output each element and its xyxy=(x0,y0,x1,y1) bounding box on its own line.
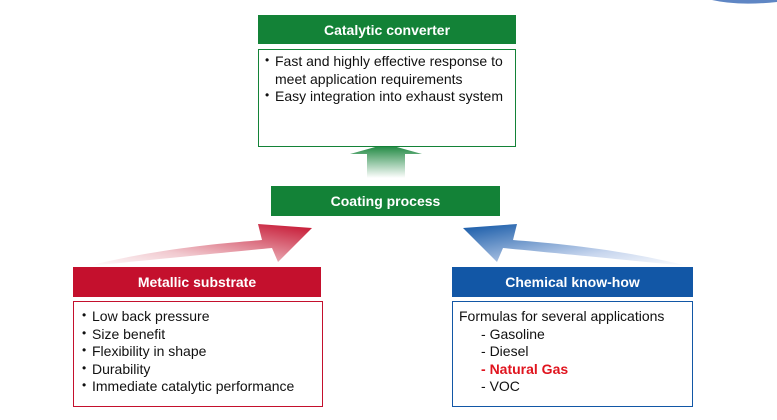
list-item: Fast and highly effective response to me… xyxy=(265,52,515,88)
list-item: Durability xyxy=(82,360,322,379)
coating-process-title: Coating process xyxy=(330,193,441,209)
metallic-substrate-header: Metallic substrate xyxy=(73,267,321,297)
corner-swoosh xyxy=(712,0,777,4)
chemical-know-how-title: Chemical know-how xyxy=(505,274,640,290)
list-item: Low back pressure xyxy=(82,307,322,326)
chemical-know-how-box: Formulas for several applications Gasoli… xyxy=(452,301,693,407)
chemical-know-how-header: Chemical know-how xyxy=(452,267,693,297)
catalytic-converter-box: Fast and highly effective response to me… xyxy=(258,49,516,147)
list-item: Gasoline xyxy=(481,326,692,344)
list-item: VOC xyxy=(481,378,692,396)
list-item: Immediate catalytic performance xyxy=(82,377,322,396)
list-item: Flexibility in shape xyxy=(82,342,322,361)
catalytic-converter-header: Catalytic converter xyxy=(258,15,516,44)
arrow-red xyxy=(88,224,312,266)
list-item: Easy integration into exhaust system xyxy=(265,87,515,106)
metallic-substrate-box: Low back pressure Size benefit Flexibili… xyxy=(73,301,323,407)
chemical-intro: Formulas for several applications xyxy=(459,308,665,324)
chemical-application-list: Gasoline Diesel Natural Gas VOC xyxy=(459,326,692,396)
list-item-highlighted: Natural Gas xyxy=(481,361,692,379)
catalytic-converter-list: Fast and highly effective response to me… xyxy=(265,52,515,106)
catalytic-converter-title: Catalytic converter xyxy=(323,21,451,38)
list-item: Size benefit xyxy=(82,325,322,344)
coating-process-header: Coating process xyxy=(271,186,500,216)
list-item: Diesel xyxy=(481,343,692,361)
arrow-up-green xyxy=(350,144,422,178)
arrow-blue xyxy=(463,224,688,266)
metallic-substrate-title: Metallic substrate xyxy=(137,274,257,290)
metallic-substrate-list: Low back pressure Size benefit Flexibili… xyxy=(82,307,322,396)
